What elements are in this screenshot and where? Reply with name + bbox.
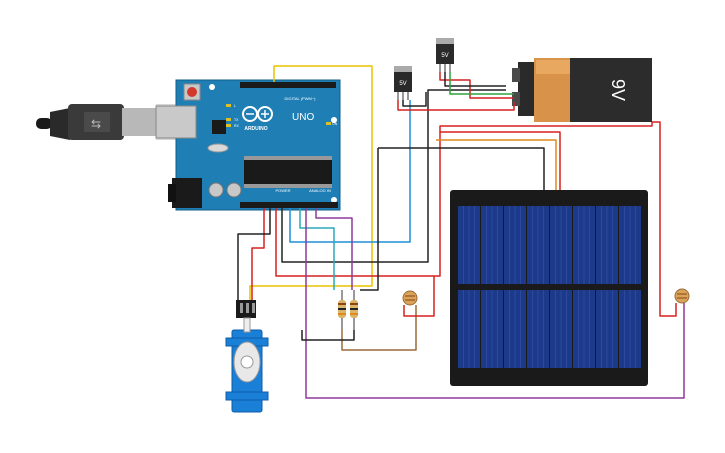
wire-purple xyxy=(315,208,353,290)
solar-panel-body xyxy=(450,190,648,386)
power-header-label: POWER xyxy=(275,188,290,193)
atmega-chip xyxy=(244,160,332,184)
digital-header-label: DIGITAL (PWM~) xyxy=(285,96,317,101)
digital-header xyxy=(240,82,336,88)
led-label-on: ON xyxy=(332,122,338,126)
wire-black-servo xyxy=(237,208,271,300)
arduino-brand: ARDUINO xyxy=(244,126,267,132)
reset-button[interactable] xyxy=(187,87,197,97)
servo-motor xyxy=(225,300,269,413)
usb-icon: ⇆ xyxy=(91,117,101,131)
wires xyxy=(237,65,685,399)
wire-teal xyxy=(299,208,335,290)
wire-green xyxy=(449,72,514,95)
power-analog-header xyxy=(240,202,338,208)
wire-red-reg2 xyxy=(439,72,514,99)
arduino-logo-icon xyxy=(242,106,273,122)
wire-red-ldr-left xyxy=(403,276,435,317)
wire-black-res xyxy=(301,330,355,341)
led-label-tx: TX xyxy=(234,118,239,122)
voltage-regulator-left: 5V xyxy=(394,66,412,100)
analog-header-label: ANALOG IN xyxy=(309,188,331,193)
wire-purple-long xyxy=(305,208,685,399)
wire-red-main xyxy=(275,122,653,277)
resistor-1 xyxy=(338,290,346,330)
battery-label: 9V xyxy=(608,79,628,101)
wire-black-main xyxy=(281,89,506,263)
resistor-2 xyxy=(350,290,358,330)
led-label-rx: RX xyxy=(234,124,240,128)
wire-red-servo xyxy=(251,208,265,300)
wire-red-solar xyxy=(440,131,561,190)
wire-black-v xyxy=(360,148,379,291)
wire-red-reg xyxy=(397,100,515,111)
arduino-model: UNO xyxy=(292,112,314,123)
wire-black-reg2 xyxy=(444,72,506,87)
voltage-regulator-right: 5V xyxy=(436,38,454,72)
led-label-l: L xyxy=(234,104,236,108)
wire-black-reg xyxy=(402,92,427,107)
wire-red-ldr xyxy=(652,121,677,317)
wire-yellow xyxy=(249,65,373,300)
wire-black-solar xyxy=(378,147,545,190)
photoresistor-left xyxy=(402,290,418,306)
regulator-left-label: 5V xyxy=(399,81,406,87)
photoresistor-right xyxy=(674,288,690,304)
wire-orange xyxy=(436,139,557,190)
regulator-right-label: 5V xyxy=(441,53,448,59)
arduino-uno-board: ARDUINO UNO DIGITAL (PWM~) L TX RX ON PO… xyxy=(155,79,341,211)
battery-9v: 9V xyxy=(512,58,652,122)
wire-blue xyxy=(289,100,411,243)
